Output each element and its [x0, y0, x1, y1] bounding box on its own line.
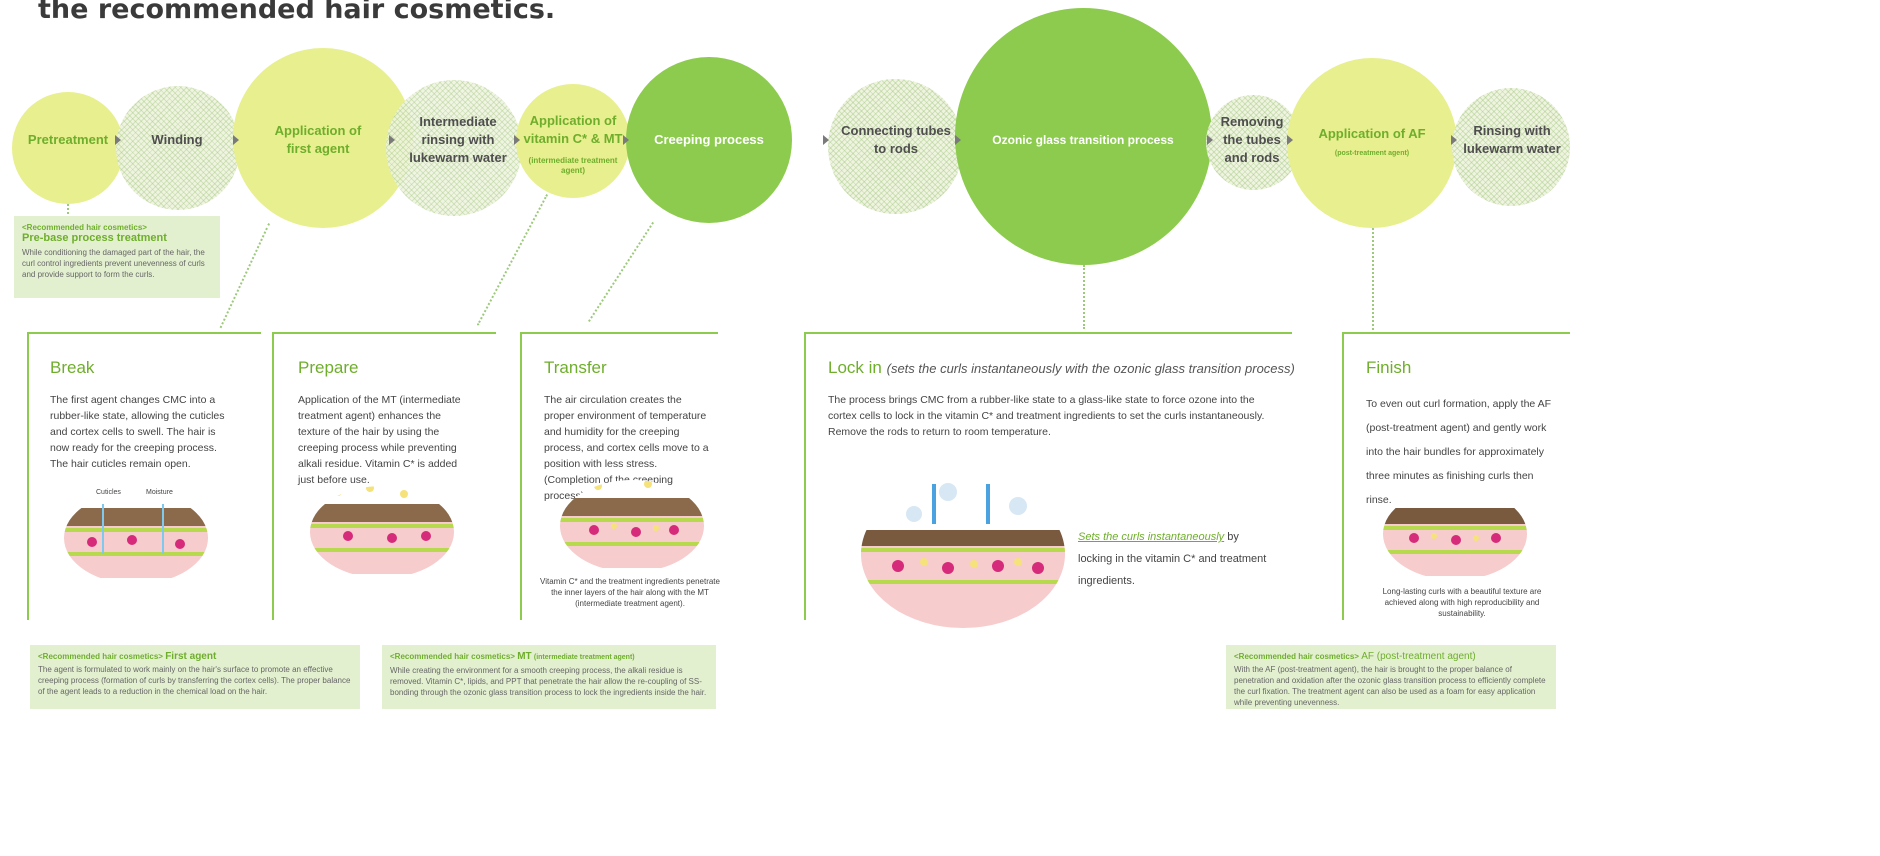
lockin-title-note: (sets the curls instantaneously with the…: [886, 361, 1295, 376]
connector-line: [67, 204, 69, 218]
section-title: Transfer: [544, 358, 607, 377]
section-body: The first agent changes CMC into a rubbe…: [50, 394, 225, 470]
section-lockin: [804, 332, 1292, 620]
arrow-right-icon: [1207, 135, 1213, 145]
rec-body: With the AF (post-treatment agent), the …: [1234, 665, 1546, 707]
step-first-agent-label: Application of first agent: [274, 123, 362, 156]
step-vitc-mt-sublabel: (intermediate treatment agent): [528, 156, 618, 175]
connector-line: [1083, 265, 1085, 329]
rec-box-af: <Recommended hair cosmetics> AF (post-tr…: [1226, 645, 1556, 709]
section-title: Break: [50, 358, 95, 377]
step-winding-label: Winding: [151, 132, 203, 147]
step-ozonic-label: Ozonic glass transition process: [992, 133, 1174, 147]
arrow-right-icon: [823, 135, 829, 145]
circle-ozonic: [955, 8, 1212, 265]
rec-body: The agent is formulated to work mainly o…: [38, 665, 351, 696]
hair-illustration-break: [64, 492, 208, 578]
arrow-right-icon: [1287, 135, 1293, 145]
rec-box-mt: <Recommended hair cosmetics> MT (interme…: [382, 645, 716, 709]
step-intermediate-rinse-label: Intermediate rinsing with lukewarm water: [409, 114, 507, 165]
section-body: To even out curl formation, apply the AF…: [1366, 398, 1552, 506]
connector-line: [219, 223, 270, 329]
section-transfer: [520, 332, 718, 620]
circle-pretreatment: [12, 92, 124, 204]
step-rinse-label: Rinsing with lukewarm water: [1463, 123, 1561, 156]
section-break: [27, 332, 261, 620]
label-cuticles: Cuticles: [96, 489, 121, 496]
section-title: Finish: [1366, 358, 1412, 377]
arrow-right-icon: [115, 135, 121, 145]
step-removing-label: Removing the tubes and rods: [1220, 114, 1284, 165]
hair-illustration-lockin: [861, 480, 1065, 628]
connector-line: [1372, 228, 1374, 330]
arrow-right-icon: [514, 135, 520, 145]
step-creeping-label: Creeping process: [654, 132, 764, 147]
circle-removing: [1206, 95, 1301, 190]
circle-af: [1287, 58, 1457, 228]
section-title: Lock in (sets the curls instantaneously …: [828, 358, 1295, 378]
hair-illustration-transfer: [560, 480, 704, 568]
circle-intermediate-rinse: [386, 80, 522, 216]
rec-body: While creating the environment for a smo…: [390, 666, 707, 697]
rec-body: While conditioning the damaged part of t…: [22, 248, 205, 279]
step-pretreatment-label: Pretreatment: [27, 132, 109, 147]
connector-line: [588, 221, 654, 322]
hair-illustration-finish: [1383, 488, 1527, 576]
lockin-caption-em: Sets the curls instantaneously: [1078, 531, 1225, 543]
finish-caption: Long-lasting curls with a beautiful text…: [1382, 587, 1542, 618]
arrow-right-icon: [623, 135, 629, 145]
arrow-right-icon: [955, 135, 961, 145]
hair-illustration-prepare: [310, 486, 454, 574]
section-title: Prepare: [298, 358, 359, 377]
rec-header: <Recommended hair cosmetics>: [22, 223, 147, 232]
circle-vitc-mt: [516, 84, 630, 198]
step-connecting-label: Connecting tubes to rods: [841, 123, 951, 156]
rec-product: Pre-base process treatment: [22, 232, 167, 244]
lockin-caption: Sets the curls instantaneously by lockin…: [1078, 526, 1268, 592]
circle-rinse: [1452, 88, 1570, 206]
circle-first-agent: [233, 48, 413, 228]
transfer-caption: Vitamin C* and the treatment ingredients…: [540, 577, 720, 608]
connector-line: [476, 194, 548, 326]
rec-product-sub: (intermediate treatment agent): [533, 654, 635, 661]
rec-box-pretreatment: <Recommended hair cosmetics> Pre-base pr…: [14, 216, 220, 298]
rec-header: <Recommended hair cosmetics>: [390, 652, 515, 661]
lockin-caption-rest: by locking in the vitamin C* and treatme…: [1078, 531, 1267, 587]
step-af-sublabel: (post-treatment agent): [1334, 150, 1410, 157]
arrow-right-icon: [389, 135, 395, 145]
section-finish: [1342, 332, 1570, 620]
page-title: the recommended hair cosmetics.: [38, 0, 556, 25]
arrow-right-icon: [1451, 135, 1457, 145]
circle-winding: [116, 86, 240, 210]
rec-product: MT: [517, 651, 532, 662]
rec-product: First agent: [165, 651, 217, 662]
step-af-label: Application of AF: [1318, 126, 1426, 141]
rec-product: AF (post-treatment agent): [1361, 651, 1476, 662]
step-vitc-mt-label: Application of vitamin C* & MT: [523, 113, 623, 146]
arrow-right-icon: [233, 135, 239, 145]
section-body: The process brings CMC from a rubber-lik…: [828, 394, 1265, 438]
circle-connecting: [828, 79, 963, 214]
rec-box-first-agent: <Recommended hair cosmetics> First agent…: [30, 645, 360, 709]
rec-header: <Recommended hair cosmetics>: [38, 652, 163, 661]
section-prepare: [272, 332, 496, 620]
rec-header: <Recommended hair cosmetics>: [1234, 652, 1359, 661]
lockin-title: Lock in: [828, 358, 882, 377]
section-body: Application of the MT (intermediate trea…: [298, 394, 461, 486]
label-moisture: Moisture: [146, 489, 173, 496]
circle-creeping: [626, 57, 792, 223]
